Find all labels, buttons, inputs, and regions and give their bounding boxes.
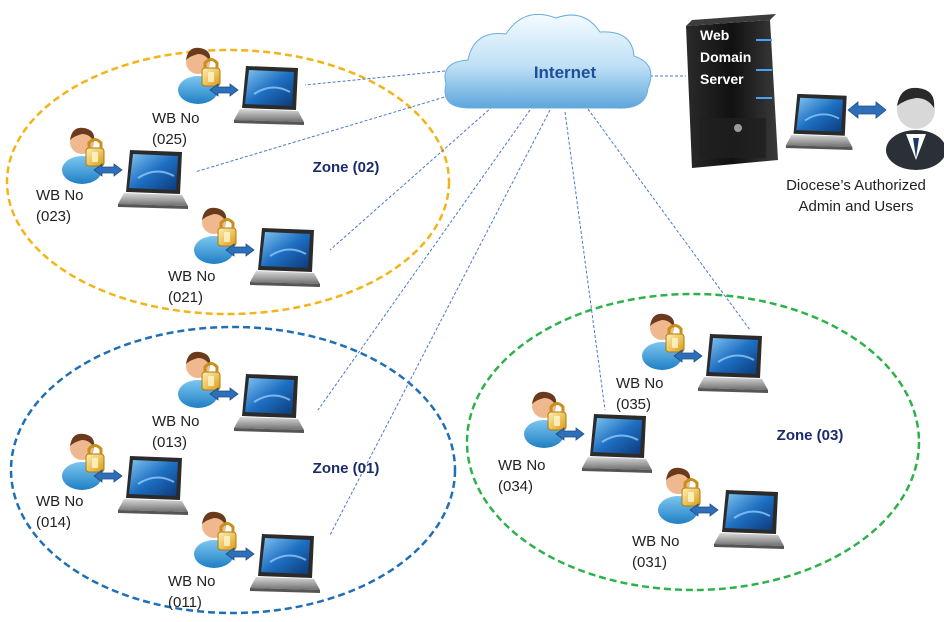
- workstation-035: WB No (035): [616, 312, 769, 413]
- user-icon: [176, 46, 240, 106]
- admin-laptop: [784, 92, 854, 151]
- workstation-013: WB No (013): [152, 350, 305, 451]
- laptop-icon: [117, 455, 189, 516]
- user-icon: [192, 510, 256, 570]
- wb-number: (034): [498, 478, 533, 495]
- server-label-line2: Domain: [700, 49, 751, 65]
- workstation-011: WB No (011): [168, 510, 321, 611]
- wb-label: WB No: [616, 375, 664, 392]
- user-icon: [522, 390, 586, 450]
- laptop-icon: [697, 333, 769, 394]
- user-icon: [640, 312, 704, 372]
- link-zone03-035: [584, 104, 751, 331]
- wb-number: (014): [36, 514, 71, 531]
- workstation-034: WB No (034): [498, 390, 653, 495]
- workstation-031: WB No (031): [632, 466, 785, 571]
- admin-user-icon: [886, 87, 944, 170]
- zone-03-boundary: [465, 292, 921, 592]
- server-label-line3: Server: [700, 71, 744, 87]
- server-label-line1: Web: [700, 27, 729, 43]
- user-icon: [176, 350, 240, 410]
- admin-label-line1: Diocese’s Authorized: [786, 177, 926, 194]
- link-zone03-034: [564, 111, 606, 411]
- wb-label: WB No: [168, 268, 216, 285]
- laptop-icon: [581, 413, 653, 474]
- link-zone02-025: [304, 69, 456, 86]
- double-arrow-icon: [847, 101, 887, 119]
- link-zone02-021: [329, 99, 501, 251]
- wb-label: WB No: [632, 533, 680, 550]
- server-icon: Web Domain Server: [686, 14, 778, 168]
- internet-label: Internet: [534, 63, 597, 82]
- laptop-icon: [233, 65, 305, 126]
- wb-label: WB No: [36, 187, 84, 204]
- wb-number: (035): [616, 396, 651, 413]
- wb-number: (013): [152, 434, 187, 451]
- laptop-icon: [249, 227, 321, 288]
- wb-number: (021): [168, 289, 203, 306]
- wb-label: WB No: [498, 457, 546, 474]
- wb-number: (031): [632, 554, 667, 571]
- zone-03-label: Zone (03): [777, 427, 844, 444]
- workstation-014: WB No (014): [36, 432, 189, 531]
- link-zone02-023: [194, 89, 469, 173]
- user-icon: [192, 206, 256, 266]
- wb-number: (023): [36, 208, 71, 225]
- zone-02-boundary: [5, 48, 451, 316]
- connection-lines: [194, 69, 751, 536]
- wb-label: WB No: [168, 573, 216, 590]
- link-zone01-013: [317, 109, 531, 411]
- workstation-025: WB No (025): [152, 46, 305, 148]
- laptop-icon: [713, 489, 785, 550]
- laptop-icon: [117, 149, 189, 210]
- laptop-icon: [249, 533, 321, 594]
- zone-02-label: Zone (02): [313, 159, 380, 176]
- wb-label: WB No: [152, 413, 200, 430]
- user-icon: [656, 466, 720, 526]
- wb-label: WB No: [36, 493, 84, 510]
- zone-01-label: Zone (01): [313, 460, 380, 477]
- wb-number: (011): [168, 594, 202, 611]
- user-icon: [60, 126, 124, 186]
- wb-label: WB No: [152, 110, 200, 127]
- admin-label-line2: Admin and Users: [798, 198, 913, 215]
- laptop-icon: [233, 373, 305, 434]
- user-icon: [60, 432, 124, 492]
- workstation-023: WB No (023): [36, 126, 189, 225]
- wb-number: (025): [152, 131, 187, 148]
- zone-01-boundary: [9, 325, 457, 615]
- workstation-021: WB No (021): [168, 206, 321, 306]
- cloud-icon: Internet: [444, 14, 652, 109]
